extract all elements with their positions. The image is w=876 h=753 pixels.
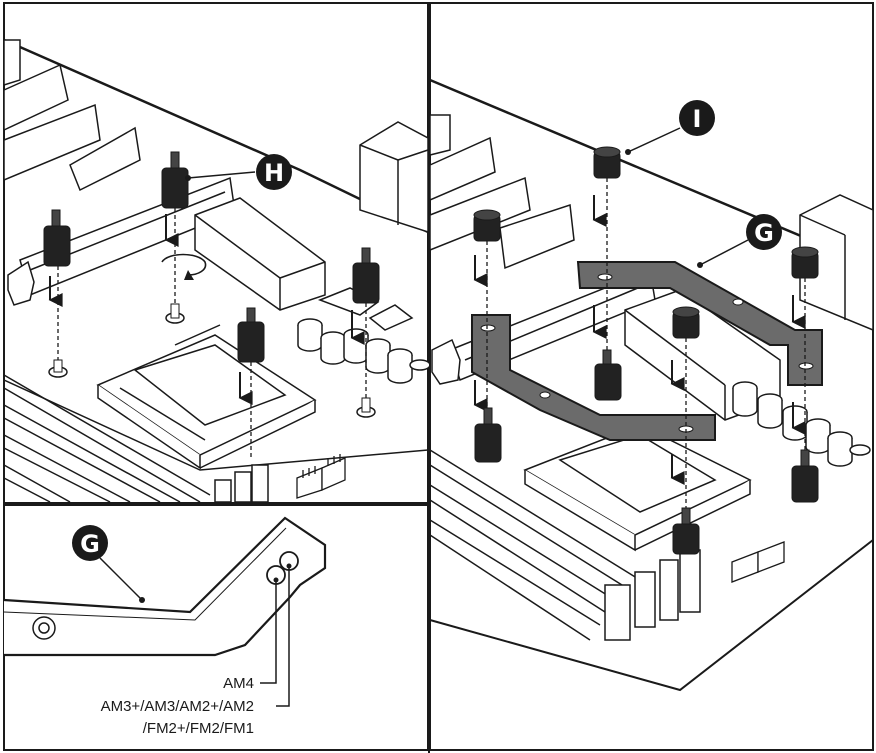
panel-standoff-install: H [3,2,431,504]
panel-bracket-install: I G [429,2,874,751]
callout-g-top-letter: G [754,219,774,247]
thumbscrew-3 [670,306,700,555]
thumbscrew-1 [473,209,502,463]
callout-g-top: G [697,214,782,268]
callout-h-letter: H [264,159,284,187]
callout-i-letter: I [693,105,702,133]
standoff-1 [43,209,71,378]
standoff-3 [350,247,380,418]
label-am3-line2: /FM2+/FM2/FM1 [143,720,254,737]
standoff-4 [237,307,265,460]
standoff-2 [161,151,207,324]
mounting-bracket [471,261,823,441]
thumbscrew-4 [791,246,819,503]
cpu-socket [96,324,317,470]
callout-i: I [625,100,715,155]
fan-headers [296,454,346,499]
panel-bracket-detail: AM4 AM3+/AM3/AM2+/AM2 /FM2+/FM2/FM1 G [3,504,429,751]
thumbscrew-2 [592,146,622,401]
label-am3-line1: AM3+/AM3/AM2+/AM2 [101,698,254,715]
label-am4: AM4 [223,675,254,692]
callout-h: H [185,154,292,190]
callout-g-detail: G [72,525,145,603]
callout-g-detail-letter: G [80,530,100,558]
capacitors [297,318,431,384]
dimm-slots [3,374,269,503]
